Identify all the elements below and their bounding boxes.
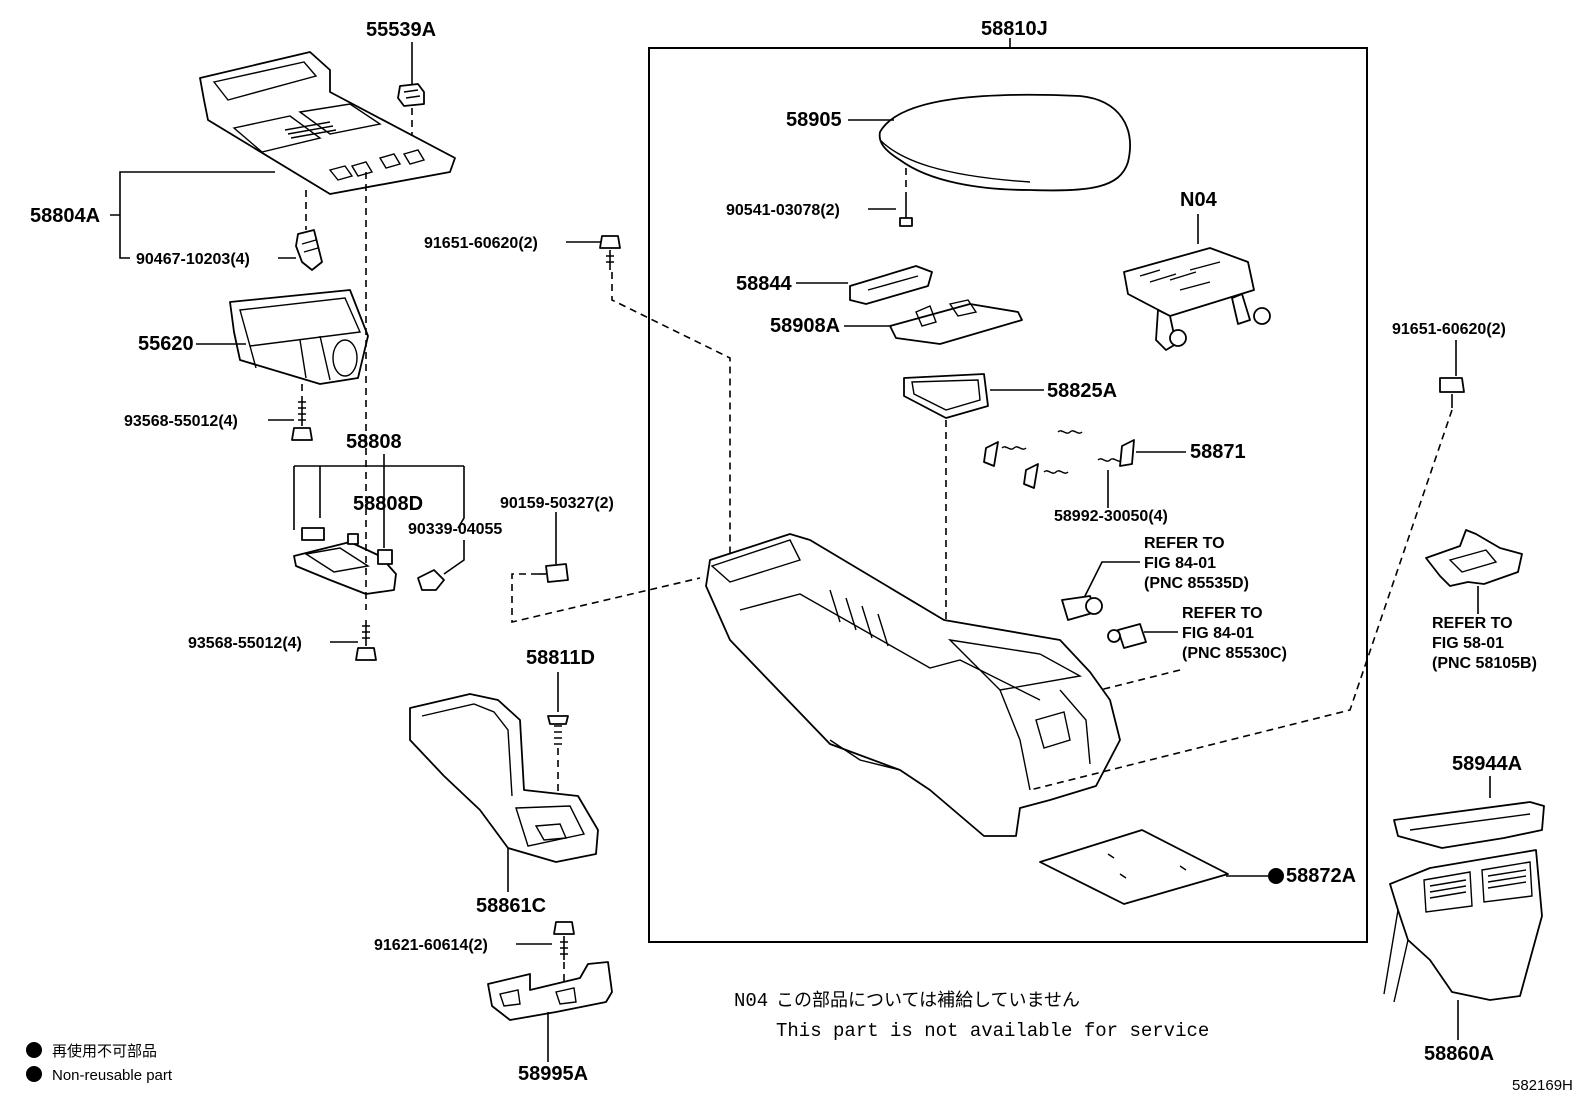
part-91651-bolt-b bbox=[1439, 377, 1465, 408]
label-58811d: 58811D bbox=[526, 647, 595, 669]
part-58871-latch-springs bbox=[983, 430, 1135, 489]
label-91651-60620-a: 91651-60620(2) bbox=[424, 235, 538, 252]
non-reusable-marker-58872a bbox=[1268, 868, 1284, 884]
svg-text:(PNC 85530C): (PNC 85530C) bbox=[1182, 645, 1287, 662]
part-85535d-bulb bbox=[1061, 595, 1103, 621]
svg-text:FIG 84-01: FIG 84-01 bbox=[1182, 625, 1254, 642]
part-91621-bolt bbox=[553, 921, 575, 960]
label-90467-10203: 90467-10203(4) bbox=[136, 251, 250, 268]
label-55539a: 55539A bbox=[366, 19, 436, 41]
label-58872a: 58872A bbox=[1286, 865, 1356, 887]
label-58995a: 58995A bbox=[518, 1063, 588, 1085]
part-58811d-clip bbox=[547, 715, 569, 745]
part-n04-hinge bbox=[1123, 247, 1271, 351]
label-58908a: 58908A bbox=[770, 315, 840, 337]
figure-id: 582169H bbox=[1512, 1077, 1573, 1094]
label-93568-55012-a: 93568-55012(4) bbox=[124, 413, 238, 430]
label-58905: 58905 bbox=[786, 109, 842, 131]
refer-note-85535d: REFER TO FIG 84-01 (PNC 85535D) bbox=[1144, 535, 1249, 592]
label-58992-30050: 58992-30050(4) bbox=[1054, 508, 1168, 525]
svg-text:Non-reusable part: Non-reusable part bbox=[52, 1067, 173, 1084]
svg-text:この部品については補給していません: この部品については補給していません bbox=[776, 990, 1080, 1010]
label-58825a: 58825A bbox=[1047, 380, 1117, 402]
part-91651-bolt-a bbox=[599, 235, 621, 270]
svg-text:FIG 84-01: FIG 84-01 bbox=[1144, 555, 1216, 572]
assembly-frame-58810j bbox=[648, 47, 1368, 943]
label-90339-04055: 90339-04055 bbox=[408, 521, 502, 538]
part-58908a-latch bbox=[889, 299, 1023, 345]
part-55620-box bbox=[229, 289, 369, 385]
part-58825a-tray bbox=[903, 373, 989, 419]
part-90541-screw bbox=[899, 194, 913, 227]
label-93568-55012-b: 93568-55012(4) bbox=[188, 635, 302, 652]
part-90159-screw bbox=[538, 563, 569, 583]
svg-text:(PNC 85535D): (PNC 85535D) bbox=[1144, 575, 1249, 592]
label-58861c: 58861C bbox=[476, 895, 546, 917]
refer-note-58105b: REFER TO FIG 58-01 (PNC 58105B) bbox=[1432, 615, 1537, 672]
label-91651-60620-b: 91651-60620(2) bbox=[1392, 321, 1506, 338]
part-85530c-socket bbox=[1107, 623, 1147, 649]
label-n04: N04 bbox=[1180, 189, 1218, 211]
label-58804a: 58804A bbox=[30, 205, 100, 227]
label-58871: 58871 bbox=[1190, 441, 1246, 463]
part-58872a-mat bbox=[1039, 829, 1229, 905]
part-console-body bbox=[705, 533, 1121, 837]
part-58105b-bracket bbox=[1425, 529, 1523, 587]
label-90541-03078: 90541-03078(2) bbox=[726, 202, 840, 219]
legend-bullet-en bbox=[26, 1066, 42, 1082]
svg-text:REFER TO: REFER TO bbox=[1432, 615, 1513, 632]
label-58860a: 58860A bbox=[1424, 1043, 1494, 1065]
label-58808: 58808 bbox=[346, 431, 402, 453]
label-58844: 58844 bbox=[736, 273, 792, 295]
label-90159-50327: 90159-50327(2) bbox=[500, 495, 614, 512]
svg-text:REFER TO: REFER TO bbox=[1182, 605, 1263, 622]
svg-text:This part is not available for: This part is not available for service bbox=[776, 1020, 1209, 1042]
svg-text:(PNC 58105B): (PNC 58105B) bbox=[1432, 655, 1537, 672]
label-91621-60614: 91621-60614(2) bbox=[374, 937, 488, 954]
label-58810j: 58810J bbox=[981, 18, 1048, 40]
label-55620: 55620 bbox=[138, 333, 194, 355]
part-58844-cover bbox=[849, 265, 933, 305]
part-90339-cap bbox=[417, 569, 445, 591]
part-58808-bracket bbox=[293, 527, 397, 595]
part-58861c-duct bbox=[409, 693, 599, 863]
refer-note-85530c: REFER TO FIG 84-01 (PNC 85530C) bbox=[1182, 605, 1287, 662]
svg-text:FIG 58-01: FIG 58-01 bbox=[1432, 635, 1504, 652]
part-58905-armrest-lid bbox=[878, 93, 1131, 192]
part-55539a-clip bbox=[397, 83, 425, 107]
part-58860a-rear-vent-panel bbox=[1383, 849, 1543, 1003]
legend-bullet-ja bbox=[26, 1042, 42, 1058]
part-58995a-bracket bbox=[487, 961, 613, 1021]
part-93568-bolt-a bbox=[291, 396, 313, 441]
part-90467-clip bbox=[295, 229, 323, 271]
svg-text:REFER TO: REFER TO bbox=[1144, 535, 1225, 552]
part-93568-bolt-b bbox=[355, 620, 377, 661]
part-58804a-console-panel bbox=[199, 51, 456, 195]
note-n04: N04 この部品については補給していません This part is not a… bbox=[734, 990, 1209, 1042]
svg-text:再使用不可部品: 再使用不可部品 bbox=[52, 1043, 157, 1060]
part-58944a-trim bbox=[1393, 801, 1545, 849]
label-58944a: 58944A bbox=[1452, 753, 1522, 775]
part-58808d-pad bbox=[377, 549, 393, 565]
svg-text:N04: N04 bbox=[734, 990, 768, 1012]
label-58808d: 58808D bbox=[353, 493, 423, 515]
legend-non-reusable: 再使用不可部品 Non-reusable part bbox=[26, 1042, 173, 1084]
